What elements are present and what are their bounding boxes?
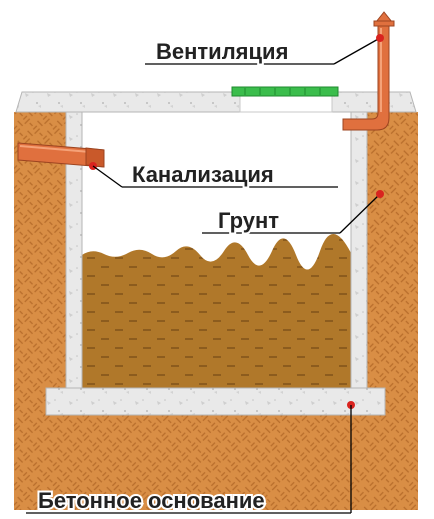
label-ventilation: Вентиляция: [156, 39, 288, 64]
marker-dot: [376, 190, 384, 198]
right-wall: [350, 111, 368, 389]
leader-ventilation: [145, 34, 384, 65]
manhole-cover-icon: [231, 86, 339, 97]
top-slab: [15, 91, 417, 113]
wastewater-sludge: [82, 233, 351, 388]
label-base: Бетонное основание: [38, 488, 265, 513]
vent-pipe-icon: [342, 11, 395, 131]
concrete-base: [45, 387, 386, 416]
marker-dot: [376, 34, 384, 42]
leader-base: [26, 401, 355, 514]
label-soil: Грунт: [218, 208, 279, 233]
leader-sewer: [89, 162, 338, 188]
leader-soil: [202, 190, 384, 234]
label-sewer: Канализация: [132, 162, 274, 187]
sewer-pipe-icon: [17, 142, 105, 168]
